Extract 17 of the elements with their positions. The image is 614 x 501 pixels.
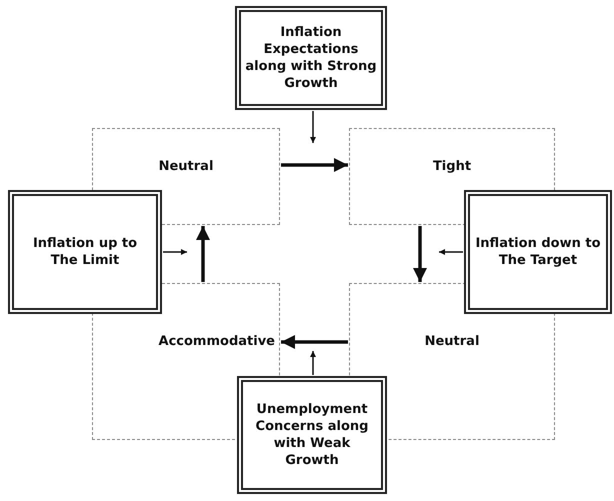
arrow (310, 111, 316, 143)
state-box (464, 190, 612, 314)
box-text: Unemployment Concerns along with Weak Growth (254, 401, 370, 469)
quadrant-label: Tight (432, 159, 472, 174)
box-text: Inflation up to The Limit (32, 235, 138, 269)
box-text: Inflation Expectations along with Strong Growth (245, 24, 377, 92)
arrow (163, 249, 187, 255)
state-box (8, 190, 162, 314)
state-box (237, 376, 387, 494)
arrow (413, 226, 427, 282)
arrow (196, 226, 210, 282)
arrow (281, 335, 348, 349)
box-text: Inflation down to The Target (474, 235, 602, 269)
arrow (439, 249, 463, 255)
arrow (281, 158, 348, 172)
state-box (235, 6, 387, 110)
arrow (310, 351, 316, 375)
